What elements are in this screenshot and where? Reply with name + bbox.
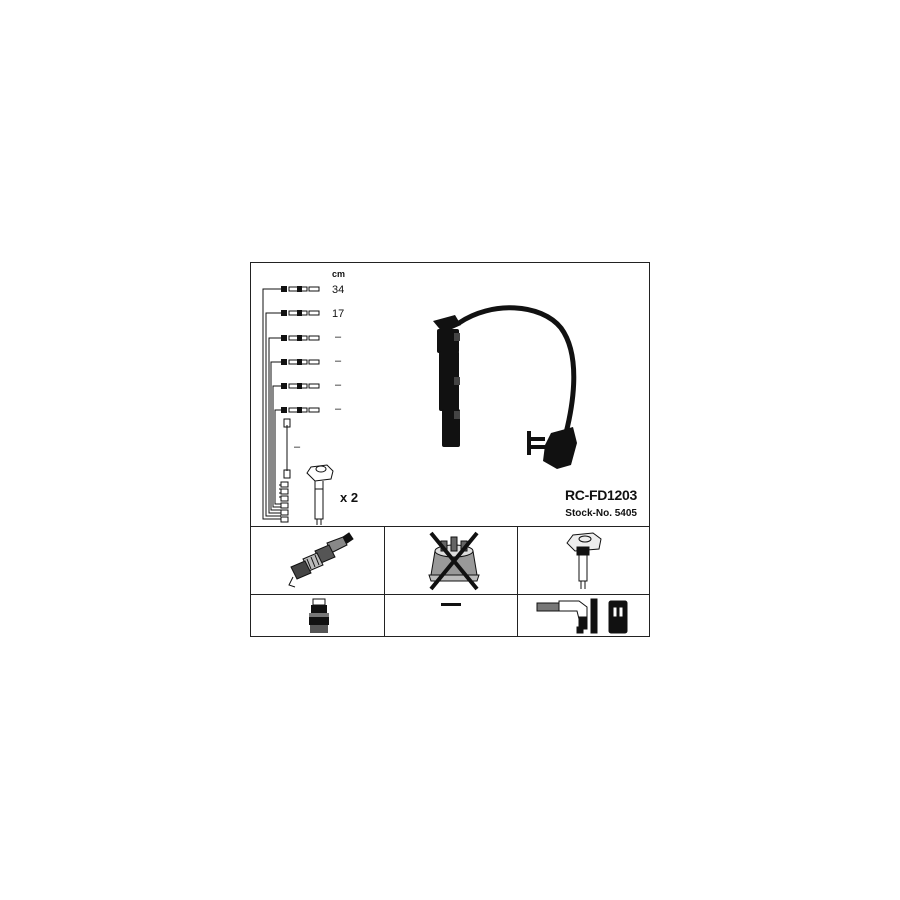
lead-length-5: – [335, 379, 342, 391]
coil-connector-icon [536, 598, 628, 634]
lead-length-2: 17 [332, 308, 345, 320]
lead-length-schematic [262, 286, 334, 525]
product-sheet: cm 34 17 – – – – – x 2 RC-FD1203 Stock-N… [250, 262, 650, 637]
divider-col-2 [517, 526, 518, 637]
divider-lower [251, 594, 649, 595]
distributor-not-applicable-dash [441, 603, 461, 606]
lead-length-3: – [335, 331, 342, 343]
distributor-cap-not-applicable-icon [428, 531, 480, 591]
lead-length-4: – [335, 355, 342, 367]
divider-main [251, 526, 649, 527]
ignition-cable-illustration [433, 305, 577, 469]
ignition-coil-icon [566, 532, 602, 589]
divider-col-1 [384, 526, 385, 637]
lead-length-1: 34 [332, 284, 345, 296]
stock-number: Stock-No. 5405 [565, 508, 637, 519]
plug-boot-icon [309, 598, 329, 633]
lead-length-7: – [294, 441, 301, 453]
quantity-label: x 2 [340, 490, 359, 505]
part-number: RC-FD1203 [565, 487, 637, 503]
unit-label: cm [332, 269, 346, 279]
lead-length-6: – [335, 403, 342, 415]
spark-plug-icon [288, 532, 354, 588]
